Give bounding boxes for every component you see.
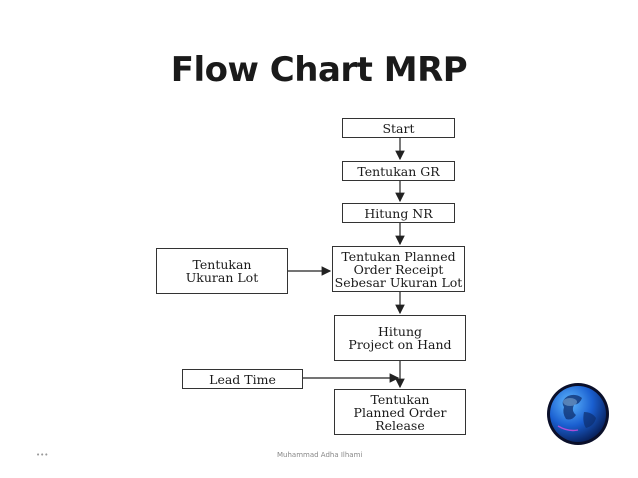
node-planned-order-receipt: Tentukan Planned Order Receipt Sebesar U… [332, 246, 465, 292]
footer-author: Muhammad Adha Ilhami [277, 451, 363, 459]
footer-dots: ••• [36, 451, 49, 459]
node-project-on-hand: Hitung Project on Hand [334, 315, 466, 361]
node-start: Start [342, 118, 455, 138]
node-ukuran-lot: Tentukan Ukuran Lot [156, 248, 288, 294]
node-planned-order-release: Tentukan Planned Order Release [334, 389, 466, 435]
node-lead-time: Lead Time [182, 369, 303, 389]
page-title: Flow Chart MRP [170, 50, 468, 90]
node-hitung-nr: Hitung NR [342, 203, 455, 223]
globe-icon [547, 383, 609, 445]
node-tentukan-gr: Tentukan GR [342, 161, 455, 181]
